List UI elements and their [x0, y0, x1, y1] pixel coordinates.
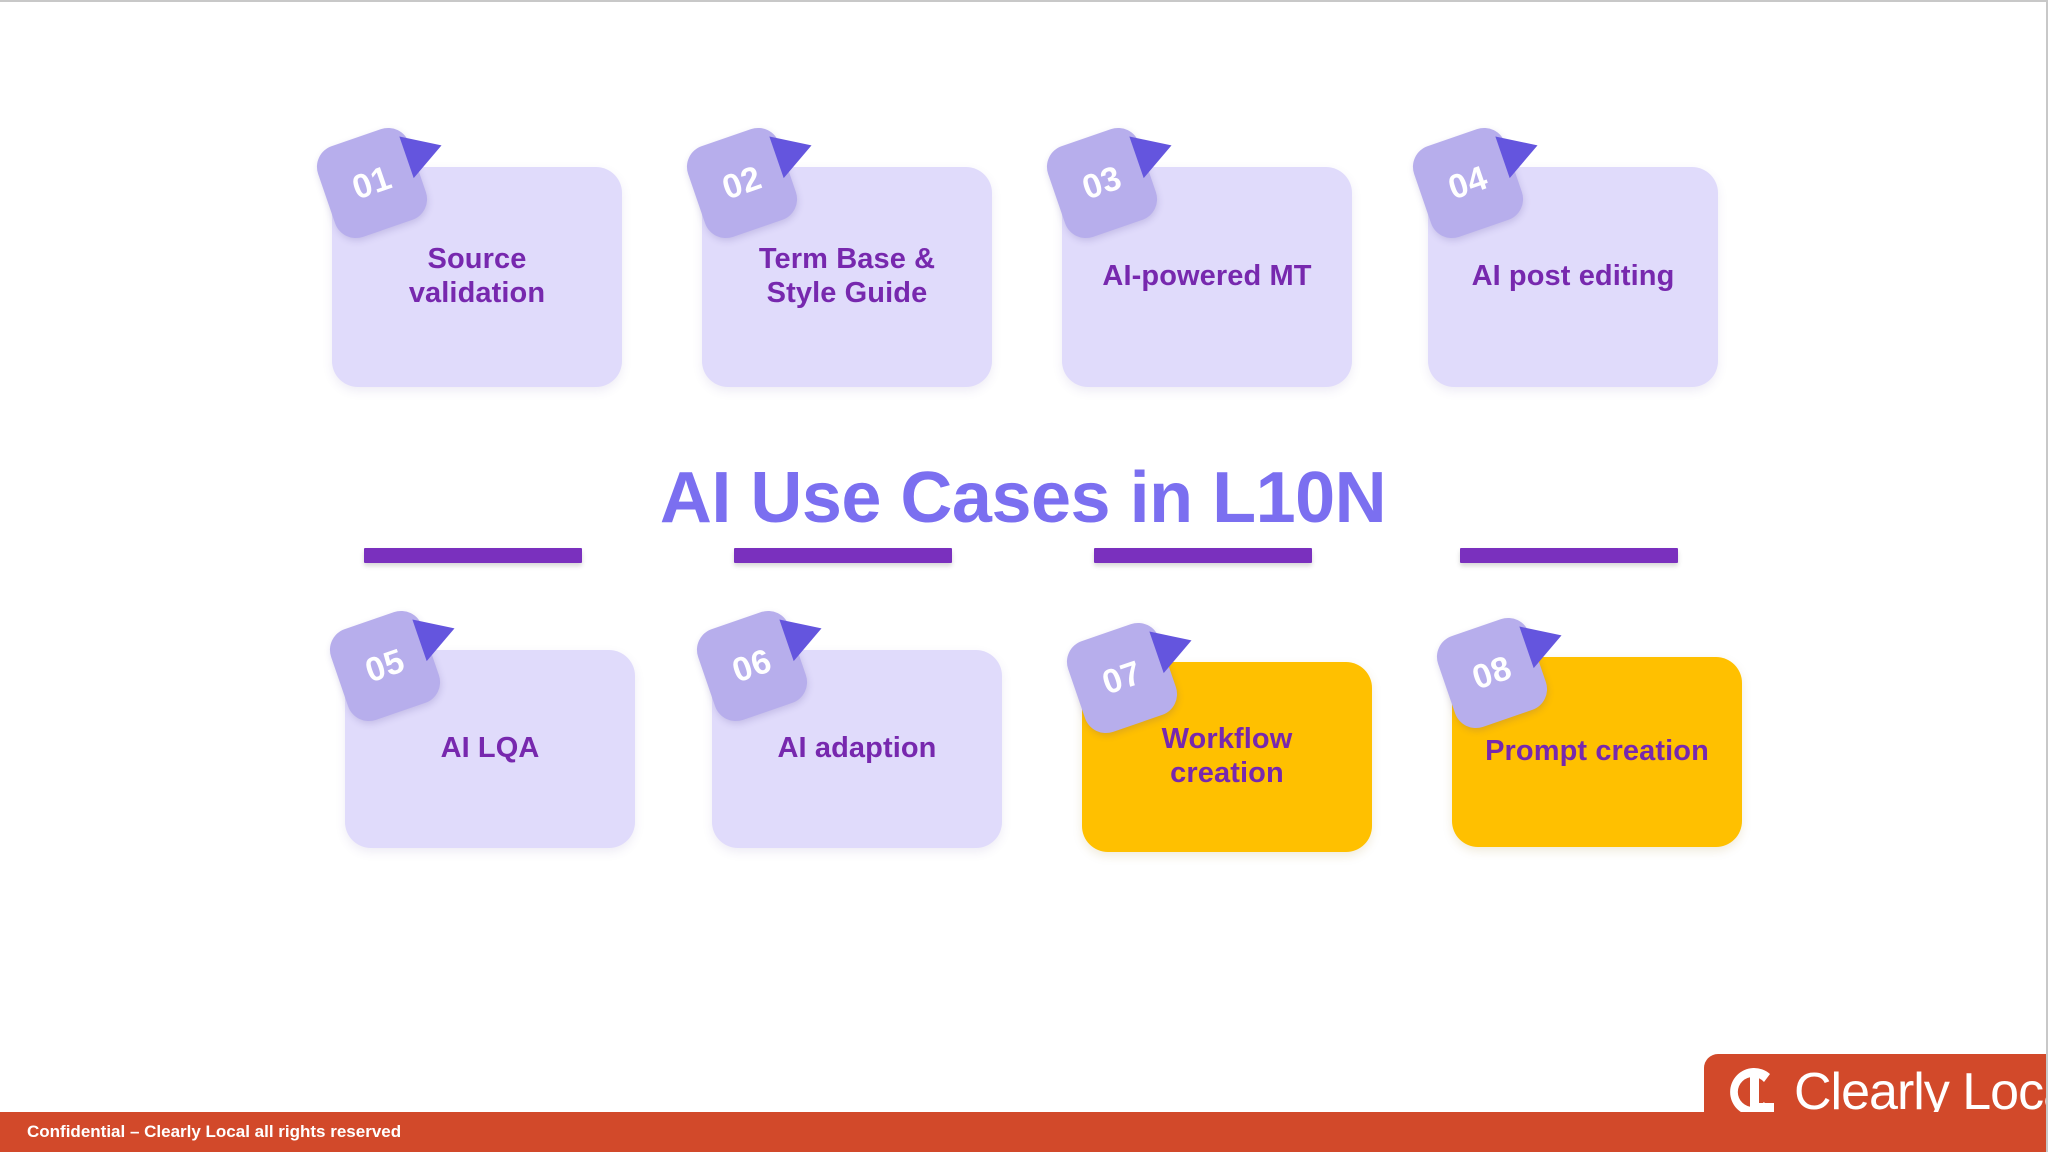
card-07[interactable]: Workflow creation 07: [1060, 616, 1372, 852]
card-label: Term Base & Style Guide: [758, 243, 936, 309]
clearly-local-logo-icon: [1720, 1060, 1784, 1124]
card-underline-bar: [1460, 548, 1678, 563]
card-underline-bar: [734, 548, 952, 563]
card-body[interactable]: AI adaption: [712, 650, 1002, 848]
card-label: Prompt creation: [1485, 735, 1709, 768]
card-06[interactable]: AI adaption 06: [690, 604, 1002, 848]
footer-band: Confidential – Clearly Local all rights …: [0, 1112, 2046, 1152]
logo-wordmark: Clearly Local: [1794, 1063, 2046, 1121]
card-05[interactable]: AI LQA 05: [323, 604, 635, 848]
card-02[interactable]: Term Base & Style Guide 02: [680, 121, 992, 563]
logo-row: Clearly Local: [1720, 1060, 2046, 1124]
card-04[interactable]: AI post editing 04: [1406, 121, 1718, 563]
card-label: AI LQA: [440, 732, 540, 765]
card-label: AI adaption: [777, 732, 937, 765]
card-label: AI-powered MT: [1102, 260, 1312, 293]
card-01[interactable]: Source validation 01: [310, 121, 622, 563]
card-underline-bar: [364, 548, 582, 563]
card-underline-bar: [1094, 548, 1312, 563]
card-body[interactable]: AI-powered MT: [1062, 167, 1352, 387]
card-08[interactable]: Prompt creation 08: [1430, 611, 1742, 847]
page-title: AI Use Cases in L10N: [659, 458, 1387, 538]
card-03[interactable]: AI-powered MT 03: [1040, 121, 1352, 563]
card-label: Source validation: [408, 243, 546, 309]
confidential-notice: Confidential – Clearly Local all rights …: [27, 1122, 402, 1141]
card-label: AI post editing: [1471, 260, 1675, 293]
card-label: Workflow creation: [1161, 723, 1293, 789]
card-body[interactable]: Term Base & Style Guide: [702, 167, 992, 387]
